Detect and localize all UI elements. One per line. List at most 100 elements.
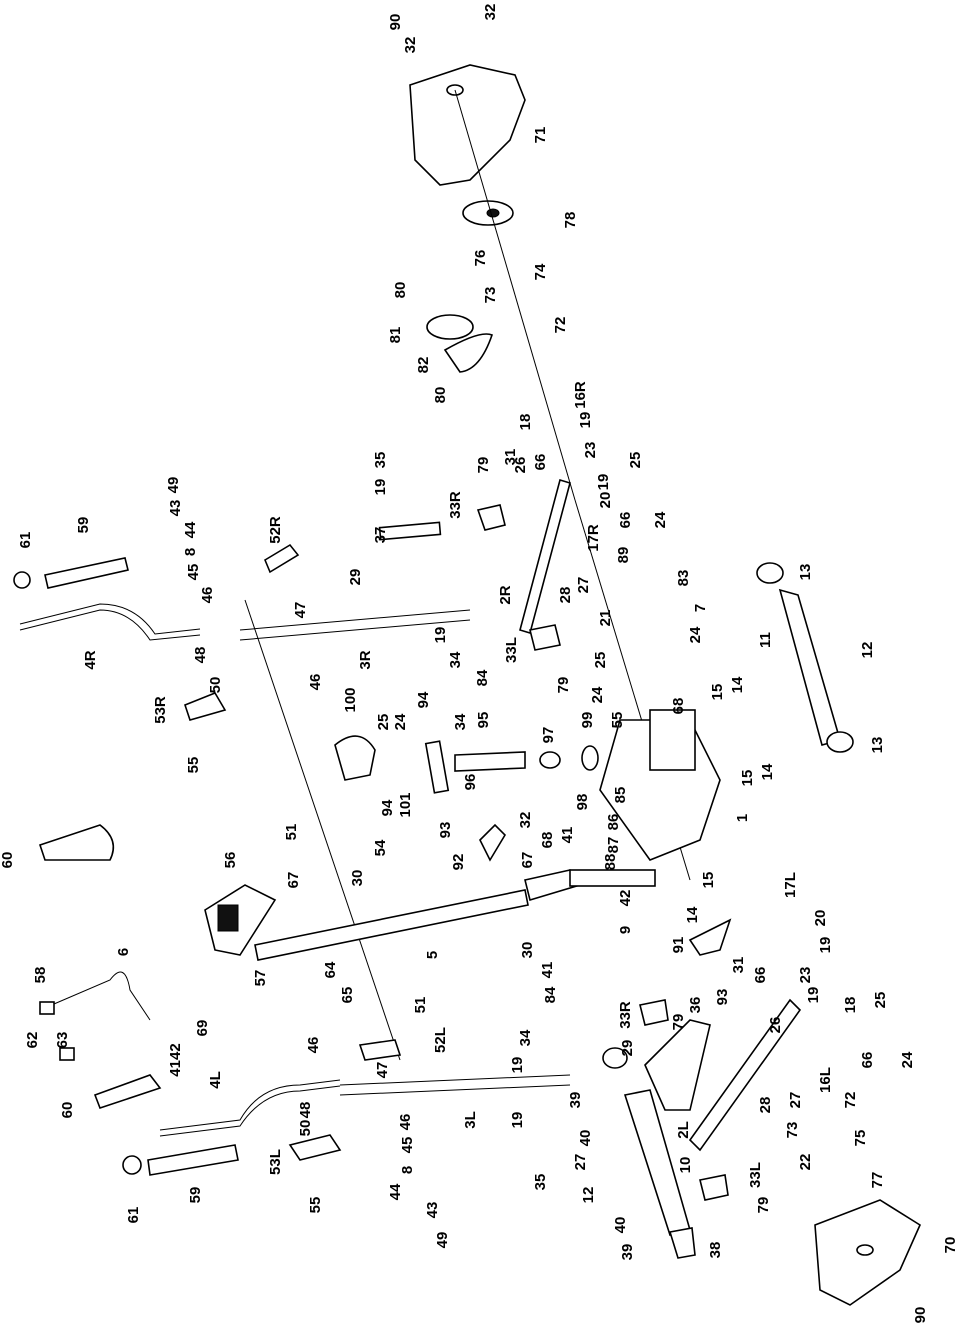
part-label: 49 [434,1232,451,1249]
part-label: 8 [399,1166,416,1174]
part-label: 32 [517,812,534,829]
part-label: 67 [519,852,536,869]
handlebar-4R [19,609,201,641]
part-label: 48 [297,1102,314,1119]
part-label: 76 [472,250,489,267]
part-label: 78 [562,212,579,229]
part-label: 19 [577,412,594,429]
part-label: 69 [194,1020,211,1037]
part-label: 33R [617,1001,634,1029]
part-label: 14 [759,763,776,780]
part-label: 47 [374,1062,391,1079]
part-label: 33R [447,491,464,519]
part-label: 38 [707,1242,724,1259]
part-label: 19 [595,474,612,491]
part-label: 16L [817,1067,834,1093]
part-label: 18 [842,997,859,1014]
handlebar-4L [159,1079,341,1131]
part-label: 45 [185,564,202,581]
line-art [13,64,922,1306]
part-label: 55 [185,757,202,774]
part-label: 84 [474,669,491,686]
part-label: 14 [684,906,701,923]
part-label: 33L [747,1162,764,1188]
part-label: 79 [755,1197,772,1214]
part-label: 27 [572,1154,589,1171]
part-label: 15 [709,684,726,701]
part-label: 1 [734,814,751,822]
part-label: 53R [152,696,169,724]
part-label: 37 [372,527,389,544]
part-label: 65 [339,987,356,1004]
part-label: 24 [589,686,606,703]
part-label: 89 [615,547,632,564]
part-label: 86 [605,814,622,831]
part-label: 53L [267,1149,284,1175]
part-label: 39 [567,1092,584,1109]
part-label: 44 [182,521,199,538]
pedal-36 [644,1019,711,1111]
part-label: 9 [617,926,634,934]
part-label: 79 [475,457,492,474]
part-label: 32 [402,37,419,54]
part-label: 92 [450,854,467,871]
part-label: 19 [432,627,449,644]
part-label: 35 [532,1174,549,1191]
part-label: 83 [675,570,692,587]
grip-60-bottom [93,1074,162,1110]
seat-100 [334,735,376,781]
part-label: 80 [432,387,449,404]
part-label: 44 [387,1183,404,1200]
part-label: 88 [602,854,619,871]
part-label: 23 [797,967,814,984]
part-label: 35 [372,452,389,469]
part-label: 74 [532,263,549,280]
part-label: 90 [912,1307,929,1324]
part-label: 10 [677,1157,694,1174]
part-label: 94 [415,691,432,708]
part-label: 20 [812,910,829,927]
part-label: 12 [580,1187,597,1204]
part-label: 34 [447,651,464,668]
part-label: 24 [899,1051,916,1068]
part-label: 19 [372,479,389,496]
part-label: 57 [252,970,269,987]
part-label: 52L [432,1027,449,1053]
part-label: 34 [452,713,469,730]
part-label: 25 [627,452,644,469]
part-label: 25 [872,992,889,1009]
part-label: 16R [572,381,589,409]
part-label: 19 [805,987,822,1004]
part-label: 59 [75,517,92,534]
part-label: 54 [372,839,389,856]
part-label: 80 [392,282,409,299]
part-label: 34 [517,1029,534,1046]
part-label: 71 [532,127,549,144]
part-label: 17L [782,872,799,898]
part-label: 99 [579,712,596,729]
console-56 [204,884,277,956]
part-label: 25 [375,714,392,731]
part-label: 95 [475,712,492,729]
part-label: 23 [582,442,599,459]
part-label: 43 [424,1202,441,1219]
part-label: 66 [752,967,769,984]
part-label: 41 [559,827,576,844]
part-label: 3L [462,1111,479,1129]
part-label: 11 [757,632,774,648]
part-label: 31 [730,957,747,974]
part-label: 51 [283,824,300,841]
part-label: 48 [192,647,209,664]
part-label: 15 [700,872,717,889]
part-label: 70 [942,1237,959,1254]
tube-37 [378,521,442,541]
part-label: 46 [305,1037,322,1054]
part-label: 25 [592,652,609,669]
part-label: 26 [767,1017,784,1034]
frame-2L [688,998,802,1152]
part-label: 26 [512,457,529,474]
part-label: 46 [199,587,216,604]
part-label: 61 [125,1207,142,1224]
